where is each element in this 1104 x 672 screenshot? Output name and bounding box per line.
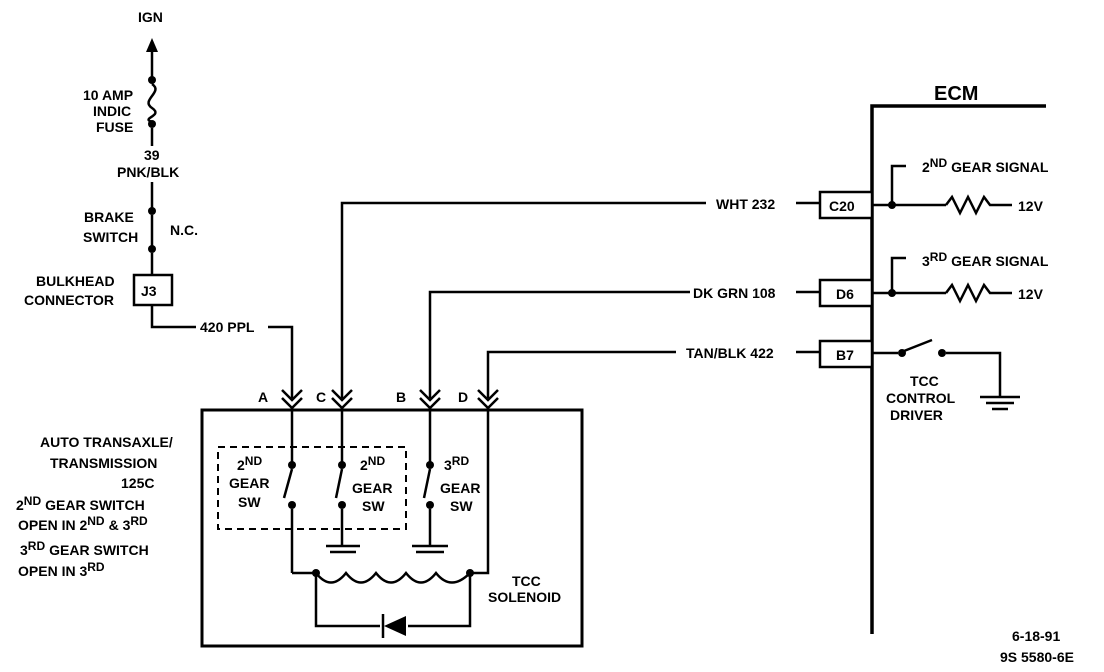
wire-wht-232: [340, 201, 820, 398]
connector-letter-a: A: [258, 389, 268, 405]
tcc-driver-label-3: DRIVER: [890, 407, 943, 423]
wire-39-number: 39: [144, 147, 160, 163]
j3-connector-box: [132, 273, 174, 307]
fuse-label-2: INDIC: [93, 103, 131, 119]
connector-letter-d: D: [458, 389, 468, 405]
tcc-driver-label-2: CONTROL: [886, 390, 956, 406]
wire-dk-grn-108: [428, 290, 820, 398]
ecm-pin-c20: C20: [818, 190, 874, 220]
gear2-switch-1-label: 2ND: [237, 454, 262, 473]
wire-420-ppl: [150, 305, 294, 398]
tcc-solenoid-coil: [292, 410, 490, 584]
ign-label: IGN: [138, 9, 163, 25]
ign-arrow: [146, 38, 158, 78]
footer-code: 9S 5580-6E: [1000, 649, 1074, 665]
connector-letter-b: B: [396, 389, 406, 405]
gear2-switch-2-gear: GEAR: [352, 480, 392, 496]
brake-switch-symbol: [148, 207, 156, 253]
ecm-pin-b7: B7: [818, 339, 874, 369]
wire-422-label: TAN/BLK 422: [686, 345, 774, 361]
note-open-2-3: OPEN IN 2ND& 3RD: [18, 514, 148, 533]
gear2-switch-1-sw: SW: [238, 494, 261, 510]
brake-switch-label-2: SWITCH: [83, 229, 138, 245]
svg-text:C20: C20: [829, 198, 855, 214]
bulkhead-label-2: CONNECTOR: [24, 292, 114, 308]
gear3-switch-gear: GEAR: [440, 480, 480, 496]
volt-label-2: 12V: [1018, 286, 1044, 302]
gear2-switch-1-gear: GEAR: [229, 475, 269, 491]
transaxle-label-2: TRANSMISSION: [50, 455, 157, 471]
fuse-symbol: [147, 76, 157, 128]
ground-symbol: [980, 395, 1020, 411]
wire-108-label: DK GRN 108: [693, 285, 776, 301]
ecm-pin-d6: D6: [818, 278, 874, 308]
transaxle-label-3: 125C: [121, 475, 154, 491]
bulkhead-label-1: BULKHEAD: [36, 273, 115, 289]
tcc-solenoid-label-1: TCC: [512, 573, 541, 589]
ecm-title: ECM: [934, 83, 978, 105]
gear3-switch-label: 3RD: [444, 454, 469, 473]
gear2-switch-2-sw: SW: [362, 498, 385, 514]
wire-420-label: 420 PPL: [200, 319, 255, 335]
gear2-switch-2-symbol: [326, 410, 360, 554]
tcc-solenoid-label-2: SOLENOID: [488, 589, 561, 605]
j3-pin-label: J3: [141, 283, 157, 299]
gear2-switch-1-symbol: [282, 410, 296, 573]
tcc-driver-label-1: TCC: [910, 373, 939, 389]
fuse-label-3: FUSE: [96, 119, 133, 135]
wire-tan-blk-422: [486, 350, 820, 398]
note-open-3: OPEN IN 3RD: [18, 560, 105, 579]
gear3-signal-circuit: [872, 256, 1012, 304]
diode-symbol: [314, 573, 472, 638]
volt-label-1: 12V: [1018, 198, 1044, 214]
gear2-signal-circuit: [872, 164, 1012, 216]
transaxle-box: [200, 408, 584, 648]
connector-letter-c: C: [316, 389, 326, 405]
brake-switch-label-1: BRAKE: [84, 209, 134, 225]
svg-text:B7: B7: [836, 347, 854, 363]
gear2-switch-dashed-group: [217, 446, 407, 530]
wire-39-color: PNK/BLK: [117, 164, 179, 180]
footer-date: 6-18-91: [1012, 628, 1060, 644]
ecm-border: [870, 104, 1046, 634]
connector-chevrons: [281, 389, 499, 410]
wire-232-label: WHT 232: [716, 196, 775, 212]
brake-switch-state: N.C.: [170, 222, 198, 238]
transaxle-label-1: AUTO TRANSAXLE/: [40, 434, 173, 450]
svg-text:D6: D6: [836, 286, 854, 302]
tcc-driver-switch: [872, 338, 1002, 396]
gear2-switch-2-label: 2ND: [360, 454, 385, 473]
fuse-label-1: 10 AMP: [83, 87, 133, 103]
gear3-switch-sw: SW: [450, 498, 473, 514]
gear3-switch-symbol: [412, 410, 448, 554]
